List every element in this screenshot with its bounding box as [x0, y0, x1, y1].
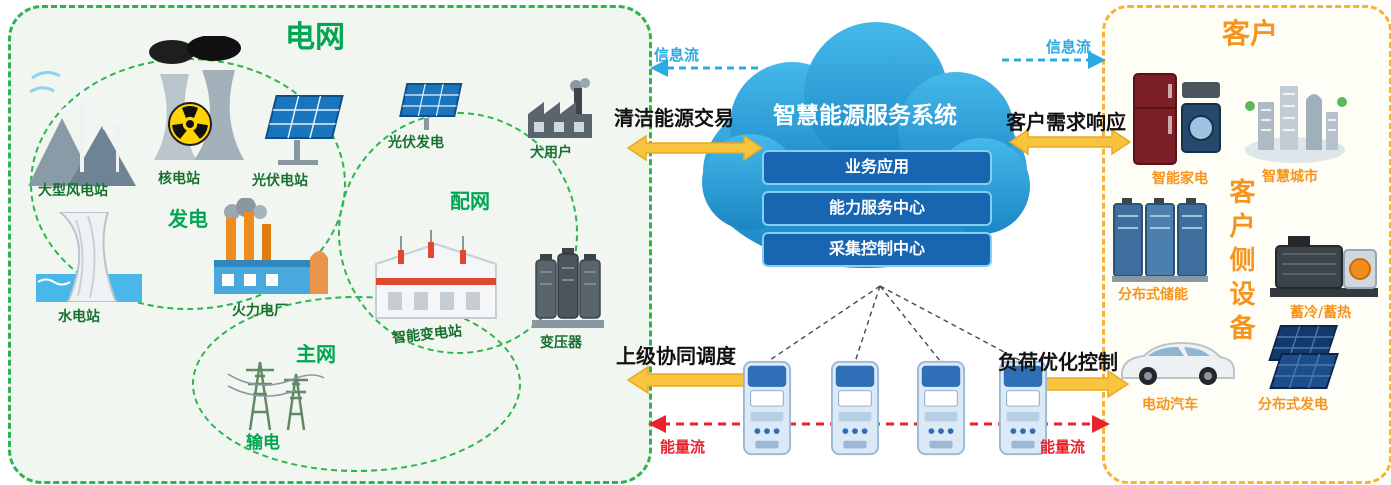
pv-station-icon — [252, 90, 348, 168]
info-flow-left-label: 信息流 — [654, 46, 700, 64]
smart-substation-icon — [368, 226, 504, 326]
smart-appliance-icon — [1128, 70, 1224, 168]
grid-title: 电网 — [285, 20, 345, 55]
nuclear-plant-icon — [142, 36, 248, 164]
thermal-label: 火力电厂 — [232, 303, 288, 319]
smart-meter-icon — [916, 358, 966, 458]
battery-storage-icon — [1112, 196, 1208, 284]
smart-appliance-label: 智能家电 — [1152, 171, 1208, 187]
wind-label: 大型风电站 — [38, 183, 108, 199]
ev-car-icon — [1114, 328, 1236, 388]
superior-dispatch-label: 上级协同调度 — [616, 344, 736, 368]
hydro-dam-icon — [36, 212, 142, 302]
info-flow-right-label: 信息流 — [1046, 38, 1092, 56]
generator-icon — [1268, 224, 1380, 302]
large-user-label: 大用户 — [530, 145, 572, 161]
demand-response-label: 客户需求响应 — [1006, 110, 1126, 134]
module-collection-control: 采集控制中心 — [762, 232, 992, 267]
battery-storage-label: 分布式储能 — [1118, 287, 1188, 303]
customer-title: 客户 — [1222, 17, 1279, 50]
main-grid-ellipse — [192, 296, 521, 472]
customer-side-equipment-label: 客户侧设备 — [1225, 178, 1255, 348]
smart-city-icon — [1242, 72, 1348, 164]
nuclear-label: 核电站 — [158, 171, 200, 187]
pv-station-label: 光伏电站 — [252, 173, 308, 189]
distributed-pv-icon — [1252, 322, 1358, 392]
thermal-plant-icon — [212, 198, 330, 298]
smart-meter-icon — [830, 358, 880, 458]
transformer-icon — [532, 238, 604, 330]
large-user-icon — [524, 78, 596, 140]
clean-energy-trade-label: 清洁能源交易 — [614, 106, 734, 130]
module-capability-center: 能力服务中心 — [762, 191, 992, 226]
transformer-label: 变压器 — [540, 335, 582, 351]
distributed-gen-label: 分布式发电 — [1258, 397, 1328, 413]
generation-zone-label: 发电 — [168, 207, 208, 231]
cloud-title: 智慧能源服务系统 — [773, 103, 957, 129]
hydro-label: 水电站 — [58, 309, 100, 325]
pv-generation-label: 光伏发电 — [388, 135, 444, 151]
module-business-apps: 业务应用 — [762, 150, 992, 185]
wind-turbine-icon — [28, 58, 140, 186]
transmission-label: 输电 — [246, 433, 280, 453]
energy-flow-right-label: 能量流 — [1040, 438, 1086, 456]
distribution-zone-label: 配网 — [450, 189, 490, 213]
pv-generation-icon — [392, 80, 468, 134]
smart-city-label: 智慧城市 — [1262, 169, 1318, 185]
load-optimization-label: 负荷优化控制 — [998, 350, 1118, 374]
transmission-tower-icon — [222, 346, 326, 432]
ev-label: 电动汽车 — [1142, 397, 1198, 413]
cold-heat-storage-label: 蓄冷/蓄热 — [1290, 305, 1352, 321]
energy-flow-left-label: 能量流 — [660, 438, 706, 456]
main-grid-zone-label: 主网 — [296, 342, 336, 366]
smart-meter-icon — [742, 358, 792, 458]
